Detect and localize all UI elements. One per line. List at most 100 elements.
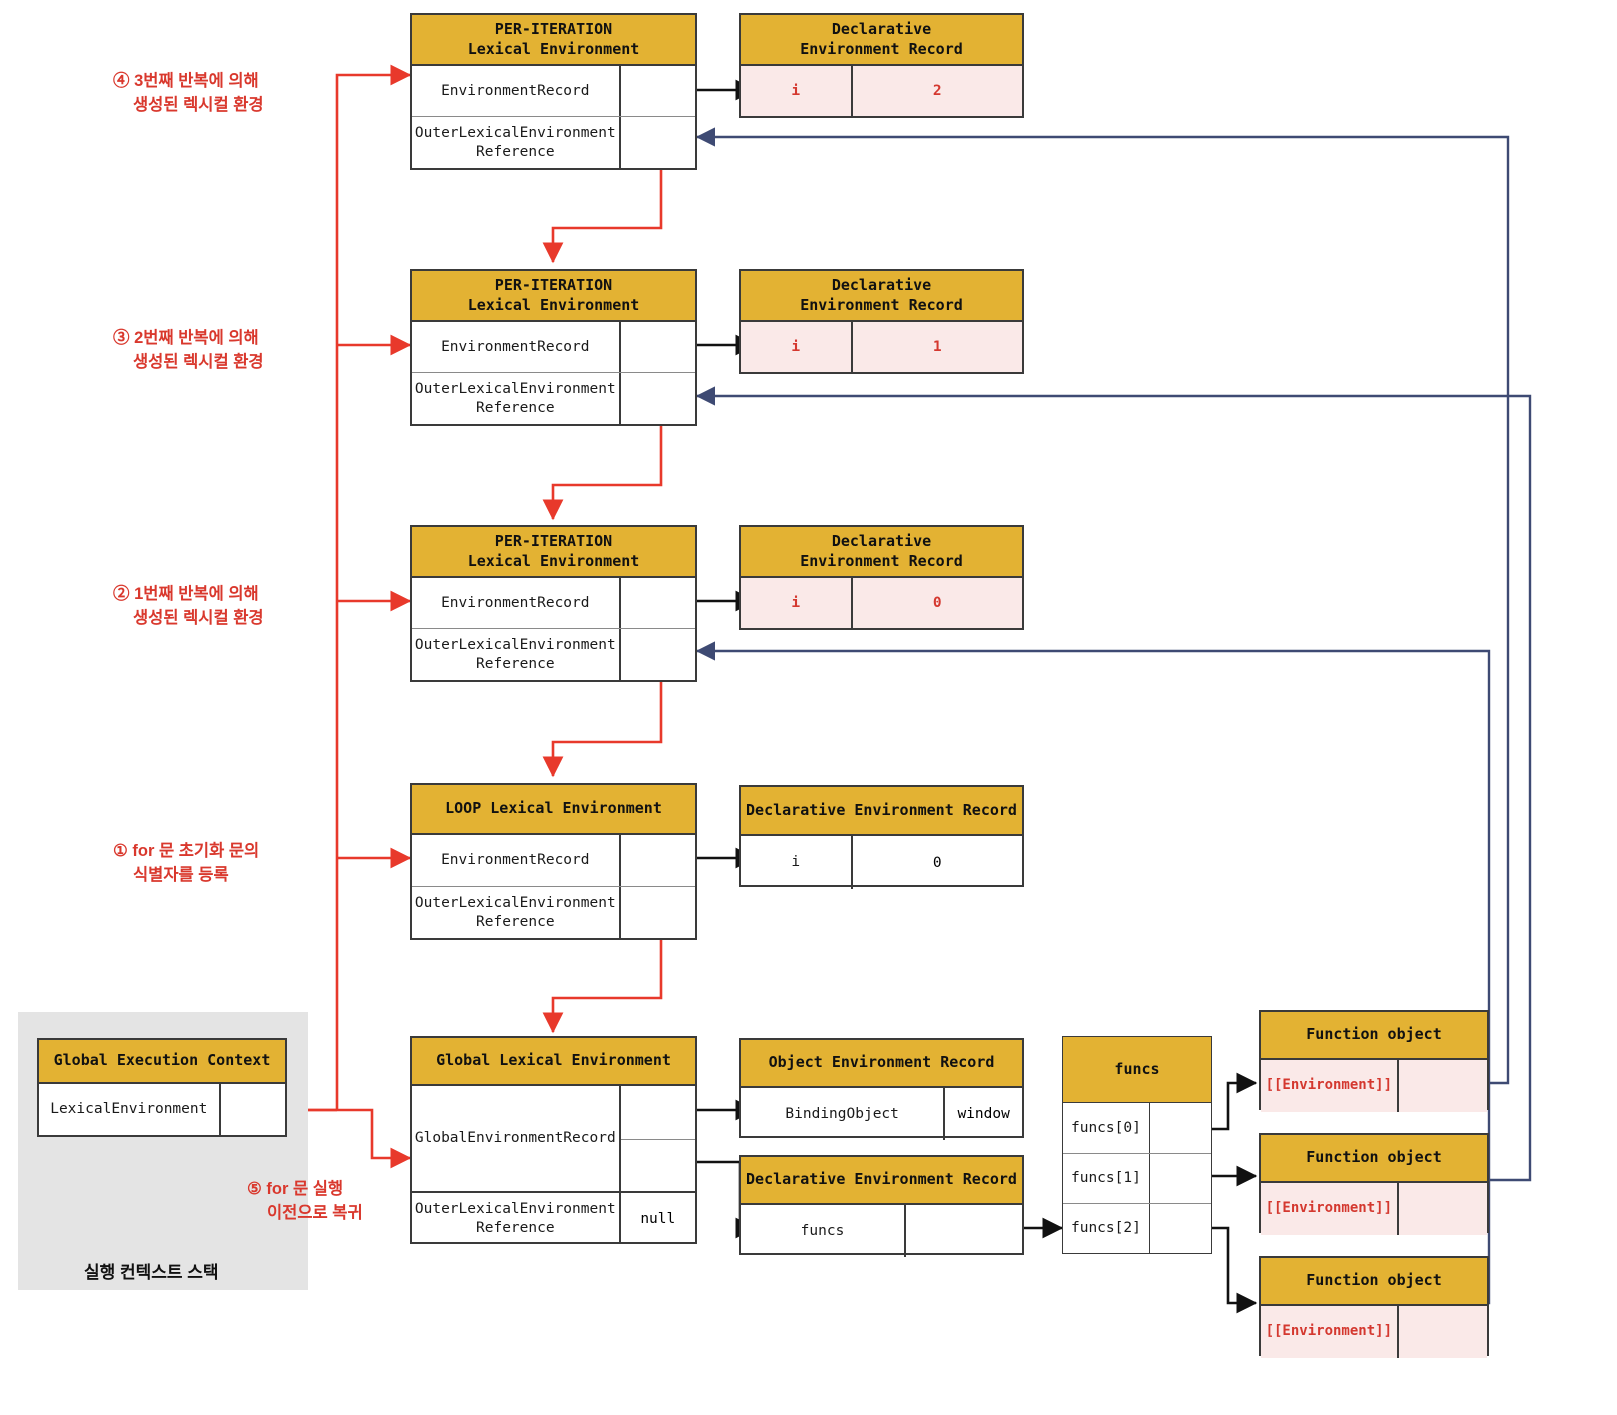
loop-record-binding-value: 0 [850, 836, 1022, 889]
funcs-item-1-label: funcs[1] [1070, 1170, 1141, 1187]
per-iteration-2-title-line1: PER-ITERATION [494, 276, 613, 295]
function-object-1-slot-pointer [1396, 1060, 1487, 1112]
note-4: ④ 3번째 반복에 의해 생성된 렉시컬 환경 [113, 70, 343, 118]
funcs-item-0-label: funcs[0] [1070, 1119, 1141, 1136]
note-1-line2: 식별자를 등록 [133, 865, 229, 884]
object-record-binding-name: BindingObject [785, 1105, 899, 1122]
note-4-line1: 3번째 반복에 의해 [134, 72, 259, 90]
outer-ref-line2: Reference [476, 1219, 555, 1236]
loop-record-binding-name: i [791, 854, 801, 871]
note-5: ⑤ for 문 실행 이전으로 복귀 [247, 1178, 447, 1226]
outer-ref-line2: Reference [476, 143, 555, 160]
declarative-record-1-binding-value: 2 [850, 66, 1022, 116]
per-iteration-3-title-line2: Lexical Environment [467, 551, 640, 570]
per-iteration-3-outer-pointer [618, 629, 695, 680]
lexical-environment-pointer-cell [218, 1084, 285, 1135]
per-iteration-1-outer-pointer [618, 117, 695, 168]
note-2: ② 1번째 반복에 의해 생성된 렉시컬 환경 [113, 583, 343, 631]
note-4-line2: 생성된 렉시컬 환경 [133, 95, 264, 114]
declarative-record-3-binding-value: 0 [850, 578, 1022, 628]
global-lexical-environment-title: Global Lexical Environment [412, 1038, 695, 1086]
per-iteration-3-title-line1: PER-ITERATION [494, 532, 613, 551]
per-iteration-2-title-line2: Lexical Environment [467, 295, 640, 314]
funcs-array-box: funcs funcs[0] funcs[1] funcs[2] [1062, 1036, 1212, 1254]
per-iteration-1-record-label: EnvironmentRecord [441, 82, 590, 99]
note-3-marker: ③ [113, 329, 130, 347]
global-outer-value: null [618, 1193, 695, 1244]
declarative-record-2-title-line1: Declarative [831, 276, 932, 295]
note-3-line1: 2번째 반복에 의해 [134, 329, 259, 347]
per-iteration-1-title: PER-ITERATION Lexical Environment [412, 15, 695, 66]
note-5-marker: ⑤ [247, 1180, 262, 1198]
loop-lexical-environment: LOOP Lexical Environment EnvironmentReco… [410, 783, 697, 940]
global-outer-label: OuterLexicalEnvironment Reference [412, 1193, 619, 1244]
declarative-record-2-binding-name: i [741, 322, 851, 372]
object-environment-record-title: Object Environment Record [741, 1040, 1022, 1088]
function-object-1: Function object [[Environment]] [1259, 1010, 1489, 1112]
note-3: ③ 2번째 반복에 의해 생성된 렉시컬 환경 [113, 327, 343, 375]
global-execution-context-title: Global Execution Context [39, 1040, 285, 1084]
global-environment-record-pointers [618, 1086, 695, 1191]
per-iteration-lexical-environment-2: PER-ITERATION Lexical Environment Enviro… [410, 269, 697, 426]
declarative-record-1-binding-name: i [741, 66, 851, 116]
per-iteration-3-outer-label: OuterLexicalEnvironment Reference [412, 629, 619, 680]
funcs-item-1-pointer [1148, 1154, 1211, 1203]
lexical-environment-label: LexicalEnvironment [50, 1101, 208, 1118]
function-object-2-slot-pointer [1396, 1183, 1487, 1235]
function-object-3: Function object [[Environment]] [1259, 1256, 1489, 1358]
note-1-line1: for 문 초기화 문의 [132, 842, 260, 860]
function-object-3-title: Function object [1261, 1258, 1487, 1306]
global-declarative-binding-name: funcs [800, 1222, 845, 1239]
per-iteration-1-record-pointer [618, 66, 695, 116]
declarative-record-2-title: Declarative Environment Record [741, 271, 1022, 322]
loop-record-label: EnvironmentRecord [441, 852, 590, 869]
note-3-line2: 생성된 렉시컬 환경 [133, 352, 264, 371]
funcs-item-2-label: funcs[2] [1070, 1220, 1141, 1237]
global-declarative-binding-value [903, 1205, 1022, 1257]
per-iteration-2-record-label: EnvironmentRecord [441, 338, 590, 355]
outer-ref-line1: OuterLexicalEnvironment [414, 637, 616, 654]
per-iteration-2-outer-label: OuterLexicalEnvironment Reference [412, 373, 619, 424]
per-iteration-lexical-environment-3: PER-ITERATION Lexical Environment Enviro… [410, 525, 697, 682]
outer-ref-line2: Reference [476, 655, 555, 672]
per-iteration-1-title-line1: PER-ITERATION [494, 20, 613, 39]
declarative-environment-record-3: Declarative Environment Record i 0 [739, 525, 1024, 630]
loop-declarative-environment-record: Declarative Environment Record i 0 [739, 785, 1024, 889]
global-declarative-environment-record: Declarative Environment Record funcs [739, 1155, 1024, 1257]
per-iteration-3-record-pointer [618, 578, 695, 628]
global-object-record-pointer [621, 1086, 695, 1139]
note-4-marker: ④ [113, 72, 130, 90]
per-iteration-lexical-environment-1: PER-ITERATION Lexical Environment Enviro… [410, 13, 697, 170]
per-iteration-2-outer-pointer [618, 373, 695, 424]
global-declarative-record-title: Declarative Environment Record [741, 1157, 1022, 1205]
loop-record-pointer [618, 835, 695, 886]
outer-ref-line2: Reference [476, 913, 555, 930]
loop-lexical-environment-title: LOOP Lexical Environment [412, 785, 695, 835]
declarative-record-2-title-line2: Environment Record [800, 295, 963, 314]
declarative-record-3-title-line1: Declarative [831, 532, 932, 551]
per-iteration-2-title: PER-ITERATION Lexical Environment [412, 271, 695, 322]
function-object-2-slot-label: [[Environment]] [1261, 1183, 1397, 1235]
loop-declarative-record-title: Declarative Environment Record [741, 787, 1022, 836]
note-1: ① for 문 초기화 문의 식별자를 등록 [113, 840, 348, 888]
note-2-line1: 1번째 반복에 의해 [134, 585, 259, 603]
outer-ref-line2: Reference [476, 399, 555, 416]
note-2-line2: 생성된 렉시컬 환경 [133, 608, 264, 627]
global-lexical-environment: Global Lexical Environment GlobalEnviron… [410, 1036, 697, 1244]
function-object-2: Function object [[Environment]] [1259, 1133, 1489, 1235]
declarative-record-3-title-line2: Environment Record [800, 551, 963, 570]
execution-context-stack-label: 실행 컨텍스트 스택 [84, 1263, 219, 1282]
per-iteration-1-outer-label: OuterLexicalEnvironment Reference [412, 117, 619, 168]
note-5-line1: for 문 실행 [266, 1180, 344, 1198]
object-environment-record: Object Environment Record BindingObject … [739, 1038, 1024, 1140]
loop-outer-label: OuterLexicalEnvironment Reference [412, 887, 619, 938]
declarative-record-3-title: Declarative Environment Record [741, 527, 1022, 578]
funcs-item-2-pointer [1148, 1204, 1211, 1253]
funcs-item-0-pointer [1148, 1103, 1211, 1153]
declarative-record-1-title-line2: Environment Record [800, 39, 963, 58]
declarative-environment-record-1: Declarative Environment Record i 2 [739, 13, 1024, 118]
global-environment-record-label: GlobalEnvironmentRecord [414, 1130, 616, 1147]
per-iteration-2-record-pointer [618, 322, 695, 372]
function-object-3-slot-label: [[Environment]] [1261, 1306, 1397, 1358]
outer-ref-line1: OuterLexicalEnvironment [414, 895, 616, 912]
